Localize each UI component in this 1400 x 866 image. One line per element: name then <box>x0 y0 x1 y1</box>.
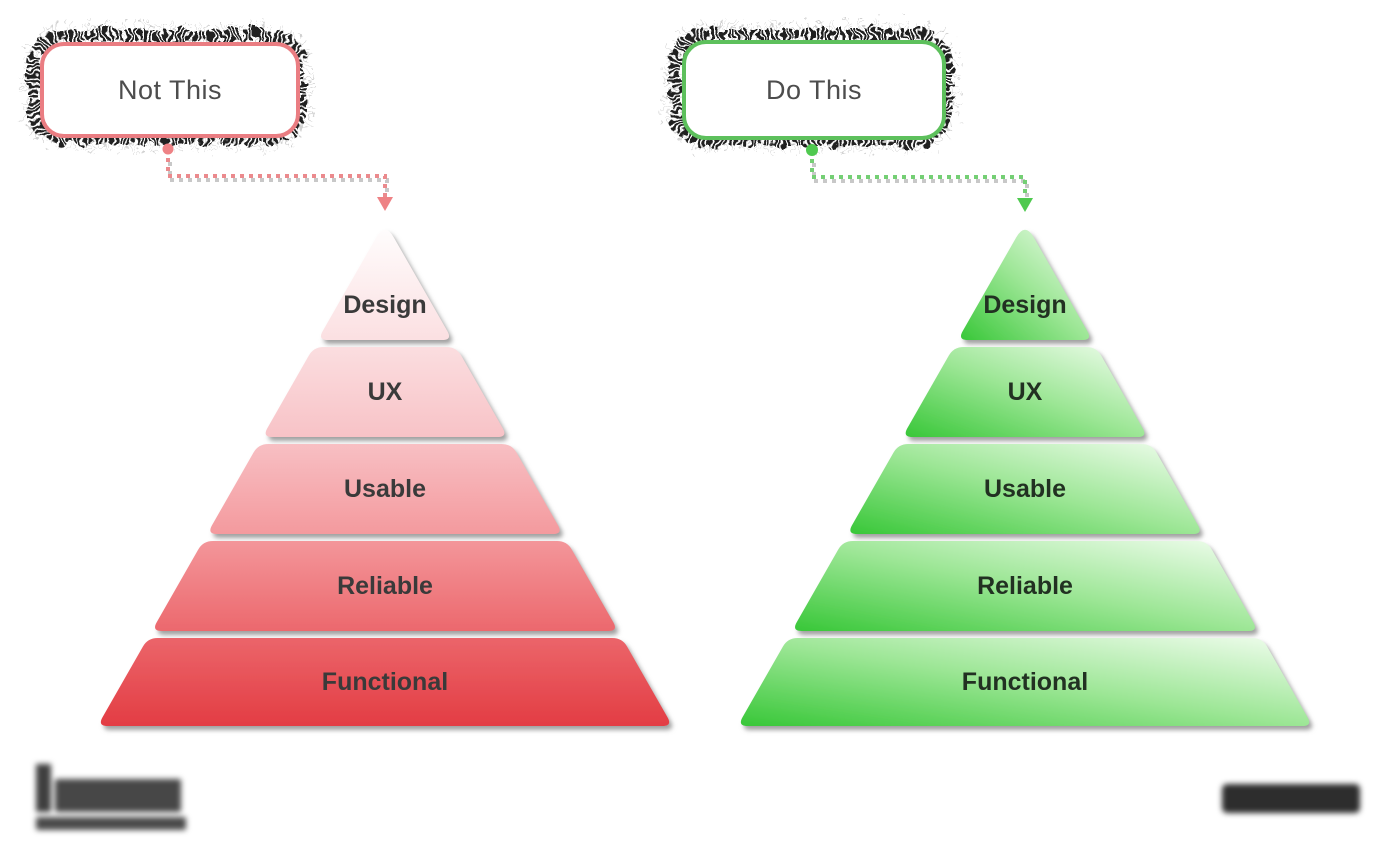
left-watermark-wordmark <box>36 764 186 812</box>
pyramid-layer-label-usable: Usable <box>984 475 1066 503</box>
connector-right-dot <box>806 144 818 156</box>
callout-halo-right <box>664 22 958 152</box>
right-watermark-logo <box>1222 784 1360 813</box>
pyramid-layer-label-functional: Functional <box>962 668 1088 696</box>
pyramid-layer-design <box>320 229 450 340</box>
callout-not-this: Not This <box>40 42 300 138</box>
pyramid-layer-label-reliable: Reliable <box>977 572 1073 600</box>
pyramid-layer-label-design: Design <box>983 291 1066 319</box>
pyramid-layer-label-ux: UX <box>368 378 403 406</box>
pyramid-layer-functional <box>740 638 1310 726</box>
connector-right-shadow <box>812 163 1029 203</box>
callout-not-this-label: Not This <box>117 74 223 105</box>
pyramid-layer-label-usable: Usable <box>344 475 426 503</box>
connector-left-dot <box>162 143 174 155</box>
connector-left-line <box>166 158 387 198</box>
pyramid-layer-functional <box>100 638 670 726</box>
connector-left-arrowhead <box>377 197 393 211</box>
pyramid-layer-reliable <box>795 541 1255 631</box>
callout-do-this-label: Do This <box>765 74 863 105</box>
pyramid-layer-ux <box>265 347 505 437</box>
pyramid-layer-usable <box>850 444 1200 534</box>
connector-right-arrowhead <box>1017 198 1033 212</box>
pyramid-layer-label-design: Design <box>343 291 426 319</box>
left-watermark-tagline <box>36 817 186 830</box>
pyramid-layer-design <box>960 229 1090 340</box>
callout-halo-left <box>22 24 312 150</box>
pyramid-layer-label-functional: Functional <box>322 668 448 696</box>
pyramid-layer-reliable <box>155 541 615 631</box>
connector-left <box>162 143 393 211</box>
callout-do-this: Do This <box>682 40 946 140</box>
pyramid-layer-label-ux: UX <box>1008 378 1043 406</box>
pyramid-layer-usable <box>210 444 560 534</box>
connector-left-shadow <box>168 162 389 202</box>
pyramid-layer-label-reliable: Reliable <box>337 572 433 600</box>
left-watermark-logo <box>36 764 186 830</box>
pyramid-layer-ux <box>905 347 1145 437</box>
connector-right-line <box>810 159 1027 199</box>
connector-right <box>806 144 1033 212</box>
